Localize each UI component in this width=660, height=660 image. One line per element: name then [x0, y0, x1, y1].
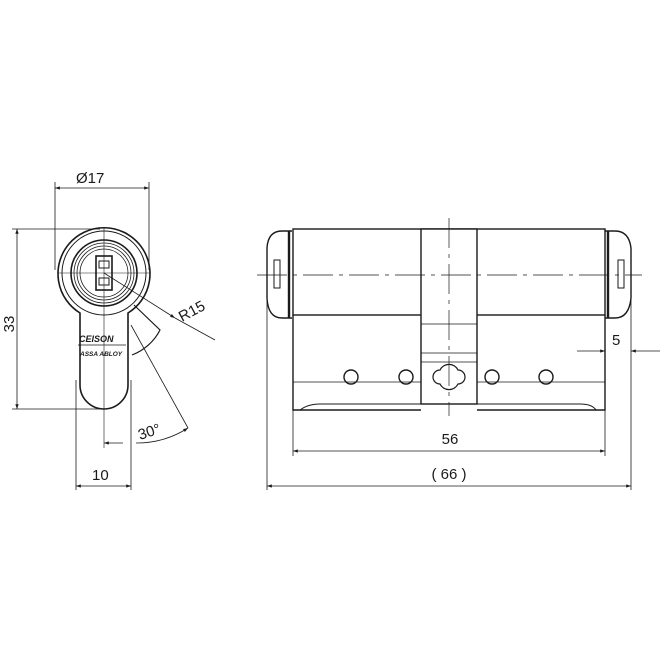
cam	[432, 363, 466, 391]
height-label: 33	[1, 316, 18, 333]
body-length-label: 56	[442, 431, 459, 448]
total-length-label: ( 66 )	[431, 466, 466, 483]
side-view	[257, 218, 642, 416]
diameter-label: Ø17	[76, 170, 104, 187]
radius-label: R15	[176, 298, 208, 326]
front-dimensions	[12, 182, 216, 490]
bottom-rail	[299, 403, 597, 411]
offset-label: 5	[612, 332, 620, 349]
width-label: 10	[92, 467, 109, 484]
logo-top-text: CEISON	[79, 334, 114, 344]
angle-label: 30°	[136, 421, 163, 444]
logo-bottom-text: ASSA ABLOY	[79, 351, 123, 358]
side-dimensions	[266, 300, 660, 490]
